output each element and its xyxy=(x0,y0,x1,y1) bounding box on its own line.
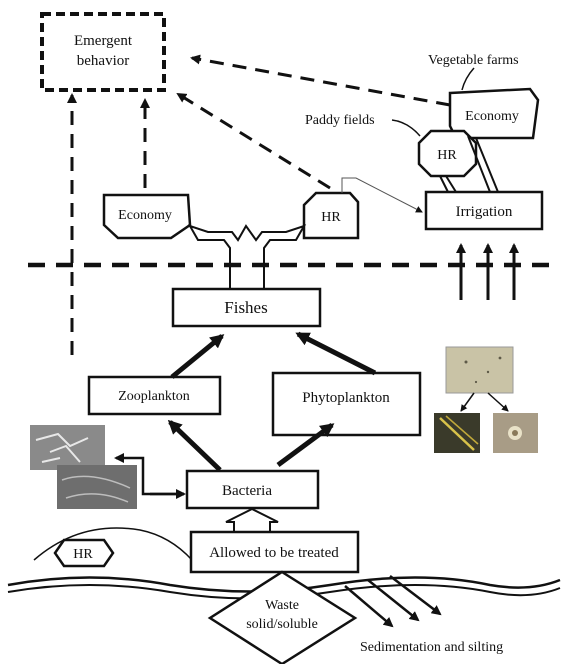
hr-wave-line xyxy=(33,527,193,561)
emergent-label-2: behavior xyxy=(77,53,129,69)
hr-to-irrigation-connector-2 xyxy=(439,175,449,193)
hr-center-box xyxy=(302,191,360,240)
economy-to-irrigation-connector xyxy=(475,137,499,193)
allowed-treated-box xyxy=(189,530,360,574)
paddy-fields-leader xyxy=(391,119,421,137)
hr-to-irrigation-connector-1 xyxy=(445,175,457,193)
paddy-fields-label: Paddy fields xyxy=(305,113,375,128)
hr-bottom-box xyxy=(53,538,115,568)
bacteria-to-phytoplankton-arrow xyxy=(276,422,335,468)
photo-left-strand-1 xyxy=(439,417,475,451)
phytoplankton-box xyxy=(271,371,422,437)
waste-label-2: solid/soluble xyxy=(246,617,318,632)
hr-bottom-label: HR xyxy=(73,547,93,562)
micrograph-bottom xyxy=(57,465,137,509)
slide-speck-1 xyxy=(464,360,468,364)
microscope-slide-photo xyxy=(445,346,514,394)
phytoplankton-label: Phytoplankton xyxy=(302,390,390,406)
fishes-box xyxy=(171,287,322,328)
irrigation-label: Irrigation xyxy=(456,204,513,220)
bacteria-box xyxy=(185,469,320,510)
emergent-behavior-box xyxy=(40,12,166,92)
slide-to-photo-left-arrow xyxy=(460,392,475,412)
zooplankton-to-fishes-arrow xyxy=(170,334,225,379)
economy-right-box xyxy=(448,87,540,140)
sediment-arrow-1 xyxy=(344,585,394,628)
economy-left-label: Economy xyxy=(118,208,172,223)
hr-center-label: HR xyxy=(321,210,341,225)
slide-speck-2 xyxy=(486,370,490,374)
micrograph-bottom-texture xyxy=(61,475,131,503)
micrograph-top-texture xyxy=(35,432,89,463)
fishes-label: Fishes xyxy=(224,298,267,317)
slide-to-photo-right-arrow xyxy=(487,392,509,412)
hr-right-label: HR xyxy=(437,148,457,163)
irrigation-box xyxy=(424,190,544,231)
allowed-to-bacteria-arrow xyxy=(225,507,279,532)
hr-right-box xyxy=(417,129,478,178)
forked-connector xyxy=(187,224,307,291)
zooplankton-label: Zooplankton xyxy=(118,389,190,404)
ground-line-top xyxy=(7,576,561,593)
sedimentation-label: Sedimentation and silting xyxy=(360,640,503,655)
economy-right-label: Economy xyxy=(465,109,519,124)
slide-speck-4 xyxy=(474,380,478,384)
dashed-arrow-economy-right xyxy=(190,54,451,107)
dashed-arrow-hr-up xyxy=(176,92,331,190)
economy-to-hr-connector xyxy=(467,135,491,193)
bacteria-label: Bacteria xyxy=(222,483,272,499)
zooplankton-box xyxy=(87,375,222,416)
emergent-label-1: Emergent xyxy=(74,33,133,49)
slide-speck-3 xyxy=(498,356,502,360)
photo-left-strand-2 xyxy=(445,415,479,445)
waste-label-1: Waste xyxy=(265,598,299,613)
hr-to-irrigation-arrow xyxy=(341,177,423,213)
phytoplankton-to-fishes-arrow xyxy=(295,331,377,376)
sediment-arrow-3 xyxy=(389,575,442,616)
vegetable-farms-leader xyxy=(461,67,475,91)
bacteria-to-zooplankton-arrow xyxy=(167,419,222,472)
photo-right-cluster-core xyxy=(512,430,518,436)
waste-diamond xyxy=(207,570,358,664)
economy-left-box xyxy=(102,193,192,240)
sediment-arrow-2 xyxy=(367,579,420,622)
vegetable-farms-label: Vegetable farms xyxy=(428,53,519,68)
allowed-treated-label: Allowed to be treated xyxy=(209,545,339,561)
